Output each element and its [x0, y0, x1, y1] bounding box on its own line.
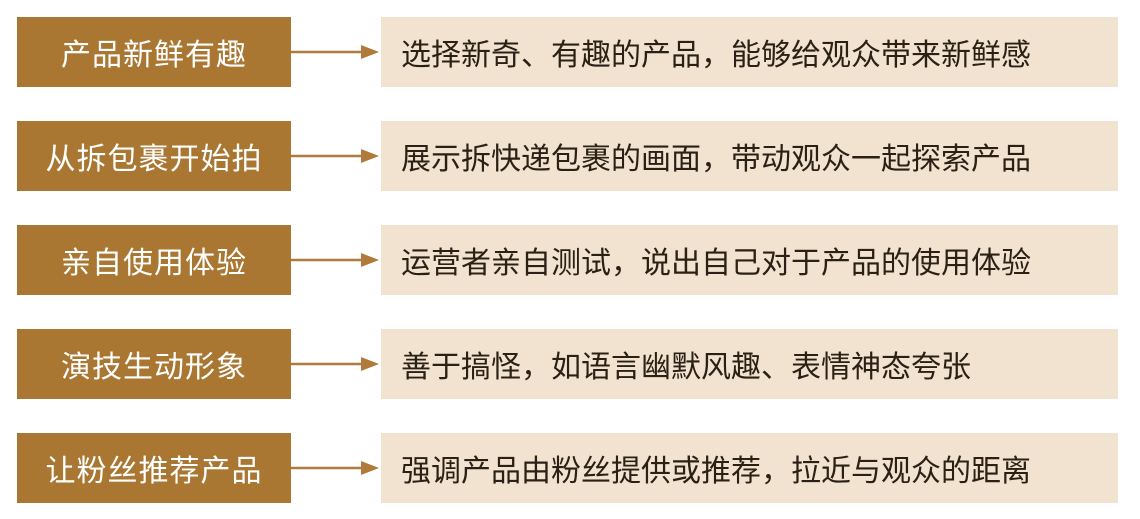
tip-label: 产品新鲜有趣: [17, 17, 291, 87]
right-arrow-icon: [291, 253, 379, 267]
tip-label: 从拆包裹开始拍: [17, 121, 291, 191]
tip-description: 选择新奇、有趣的产品，能够给观众带来新鲜感: [381, 17, 1118, 87]
tip-row: 亲自使用体验 运营者亲自测试，说出自己对于产品的使用体验: [0, 225, 1140, 295]
tip-row: 产品新鲜有趣 选择新奇、有趣的产品，能够给观众带来新鲜感: [0, 17, 1140, 87]
tip-description: 运营者亲自测试，说出自己对于产品的使用体验: [381, 225, 1118, 295]
tip-label: 亲自使用体验: [17, 225, 291, 295]
tip-description: 强调产品由粉丝提供或推荐，拉近与观众的距离: [381, 433, 1118, 503]
tip-row: 让粉丝推荐产品 强调产品由粉丝提供或推荐，拉近与观众的距离: [0, 433, 1140, 503]
right-arrow-icon: [291, 357, 379, 371]
tip-description: 展示拆快递包裹的画面，带动观众一起探索产品: [381, 121, 1118, 191]
tip-label: 让粉丝推荐产品: [17, 433, 291, 503]
tip-label: 演技生动形象: [17, 329, 291, 399]
tip-row: 从拆包裹开始拍 展示拆快递包裹的画面，带动观众一起探索产品: [0, 121, 1140, 191]
right-arrow-icon: [291, 149, 379, 163]
tip-description: 善于搞怪，如语言幽默风趣、表情神态夸张: [381, 329, 1118, 399]
right-arrow-icon: [291, 461, 379, 475]
right-arrow-icon: [291, 45, 379, 59]
tip-row: 演技生动形象 善于搞怪，如语言幽默风趣、表情神态夸张: [0, 329, 1140, 399]
